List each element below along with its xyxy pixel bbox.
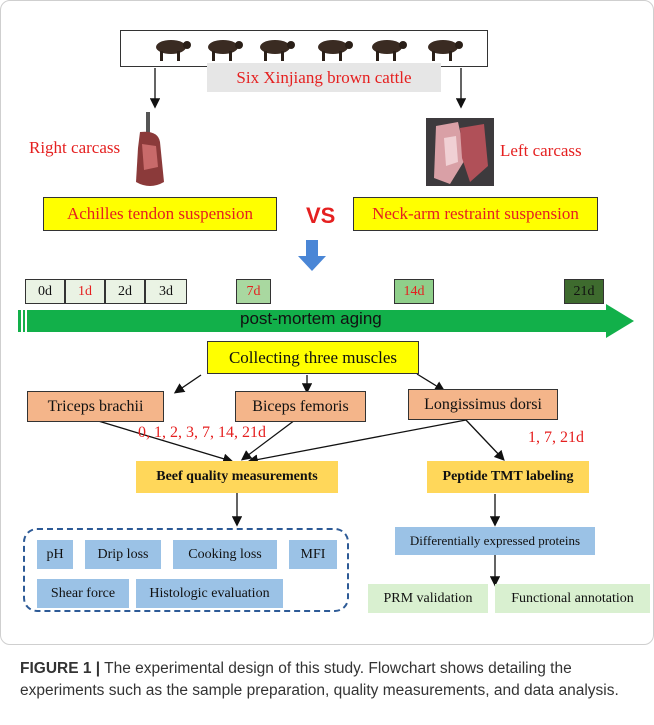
caption-label: FIGURE 1 | [20, 660, 101, 677]
day-box: 21d [564, 279, 604, 304]
measurement-item: MFI [289, 540, 337, 569]
measurements-group [23, 528, 349, 612]
day-box: 14d [394, 279, 434, 304]
cow-icon [260, 40, 295, 61]
time-points-left: 0, 1, 2, 3, 7, 14, 21d [138, 424, 266, 441]
cow-icon [428, 40, 463, 61]
day-box: 3d [145, 279, 187, 304]
beef-quality-box: Beef quality measurements [136, 461, 338, 493]
muscle-box: Biceps femoris [235, 391, 366, 422]
day-box: 0d [25, 279, 65, 304]
cow-icon [208, 40, 243, 61]
left-method-box: Neck-arm restraint suspension [353, 197, 598, 231]
measurement-item: pH [37, 540, 73, 569]
day-box: 7d [236, 279, 271, 304]
vs-label: VS [306, 203, 336, 228]
blue-down-arrow-icon [298, 240, 326, 271]
muscle-box: Longissimus dorsi [408, 389, 558, 420]
measurement-item: Drip loss [85, 540, 161, 569]
aging-arrow [18, 304, 634, 338]
time-points-right: 1, 7, 21d [528, 429, 584, 446]
left-carcass-image [426, 118, 494, 186]
prm-box: PRM validation [368, 584, 488, 613]
functional-annotation-box: Functional annotation [495, 584, 650, 613]
aging-label: post-mortem aging [240, 309, 382, 328]
left-carcass-label: Left carcass [500, 141, 582, 160]
cow-icon [156, 40, 191, 61]
day-box: 1d [65, 279, 105, 304]
dep-box: Differentially expressed proteins [395, 527, 595, 555]
measurement-item: Histologic evaluation [136, 579, 283, 608]
cow-icon [318, 40, 353, 61]
collect-box: Collecting three muscles [207, 341, 419, 374]
peptide-tmt-box: Peptide TMT labeling [427, 461, 589, 493]
caption-text: The experimental design of this study. F… [20, 660, 619, 699]
figure-caption: FIGURE 1 | The experimental design of th… [20, 658, 640, 702]
cow-icon [372, 40, 407, 61]
cattle-title: Six Xinjiang brown cattle [207, 63, 441, 92]
muscle-box: Triceps brachii [27, 391, 164, 422]
measurement-item: Shear force [37, 579, 129, 608]
connector-arrows [94, 68, 505, 587]
right-method-box: Achilles tendon suspension [43, 197, 277, 231]
cattle-strip [120, 30, 488, 67]
measurement-item: Cooking loss [173, 540, 277, 569]
right-carcass-label: Right carcass [29, 138, 121, 157]
right-carcass-image [128, 112, 172, 192]
day-box: 2d [105, 279, 145, 304]
